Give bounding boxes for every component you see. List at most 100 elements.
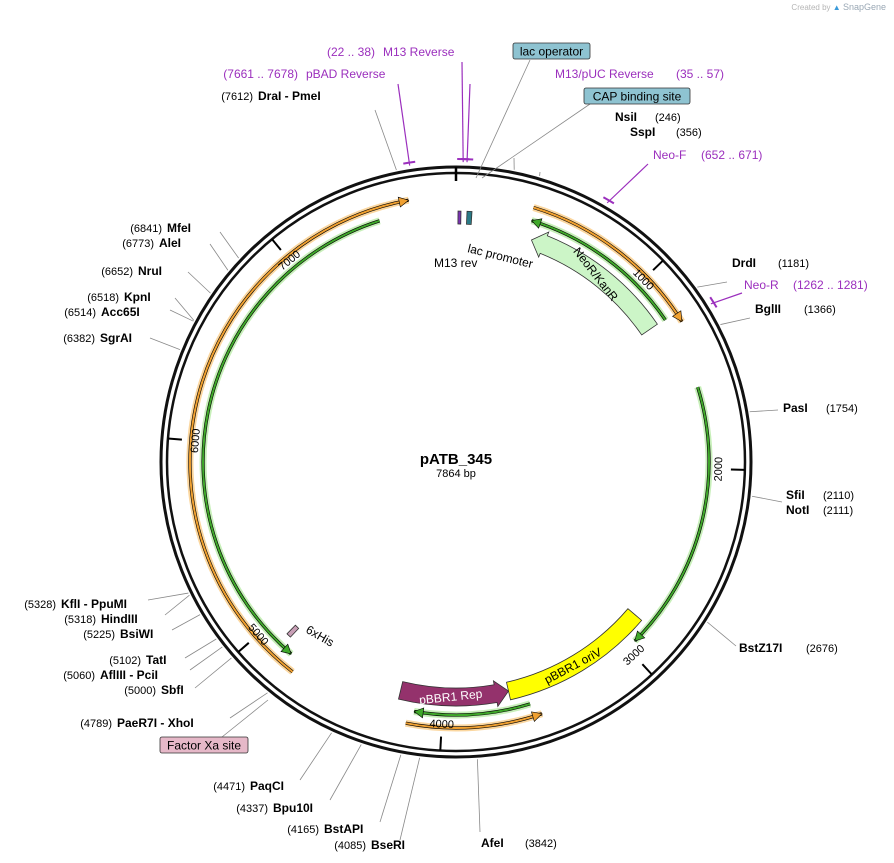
primer-pbad-reverse[interactable]: pBAD Reverse [306,67,386,81]
site-nsii[interactable]: NsiI [615,110,637,124]
feature-band-4 [466,210,473,225]
site-leader-8 [399,757,421,841]
site-afliii-pos: (5060) [63,670,95,682]
site-nsii-pos: (246) [655,112,681,124]
site-sbfi[interactable]: SbfI [161,683,184,697]
feature-pbbr1-oriv-label: pBBR1 oriV [542,645,604,687]
factor-xa-leader [221,699,269,738]
orf-halo-6 [199,217,381,657]
site-leader-10 [329,744,362,801]
primer-leader-1 [397,83,411,166]
primer-m13-puc-reverse-range: (35 .. 57) [676,67,724,81]
site-nrui[interactable]: NruI [138,264,162,278]
site-noti[interactable]: NotI [786,503,809,517]
site-acc65i[interactable]: Acc65I [101,305,140,319]
scale-tick-label-3: 4000 [429,718,454,731]
site-alei[interactable]: AleI [159,236,181,250]
feature-band-5 [457,210,462,225]
site-bsiwi[interactable]: BsiWI [120,627,153,641]
feature-band-2 [398,679,510,708]
site-bstapi-pos: (4165) [287,824,319,836]
cap-binding-site-label: CAP binding site [593,90,682,104]
plasmid-name: pATB_345 [420,451,492,468]
orf-arrowhead-5 [397,196,410,208]
lac-operator-leader [475,59,531,179]
site-afei[interactable]: AfeI [481,836,504,850]
primer-leader-0 [461,61,464,163]
feature-m13-rev-label: M13 rev [434,256,477,270]
site-bseri[interactable]: BseRI [371,838,405,852]
lac-operator-box[interactable] [512,42,591,60]
orf-line-1 [531,219,667,321]
site-drdi-pos: (1181) [778,258,809,270]
site-sfii[interactable]: SfiI [786,488,805,502]
site-bglii-pos: (1366) [804,304,836,316]
orf-line-3 [405,712,543,729]
primer-leader-3 [606,163,649,204]
site-leader-12 [229,692,268,719]
orf-arrowhead-4 [413,707,425,719]
site-paqci[interactable]: PaqCI [250,779,284,793]
orf-arrowhead-0 [672,310,683,323]
site-sgrai-pos: (6382) [63,333,95,345]
factor-xa-site-box[interactable] [159,736,249,754]
orf-arrowhead-6 [280,643,292,655]
site-leader-21 [174,297,195,321]
orf-line-4 [413,702,531,716]
site-kpni[interactable]: KpnI [124,290,151,304]
site-kfli-ppumi[interactable]: KflI - PpuMI [61,597,127,611]
site-sgrai[interactable]: SgrAI [100,331,132,345]
site-leader-22 [187,271,211,294]
scale-tick-5 [167,437,182,441]
site-bstz17i[interactable]: BstZ17I [739,641,782,655]
site-pasi[interactable]: PasI [783,401,808,415]
primer-mark-4 [709,296,718,308]
site-drdi[interactable]: DrdI [732,256,756,270]
orf-outline-2 [633,386,711,643]
site-bglii[interactable]: BglII [755,302,781,316]
site-bstz17i-pos: (2676) [806,643,838,655]
orf-arrowhead-2 [634,630,646,642]
site-hindiii[interactable]: HindIII [101,612,138,626]
site-hindiii-pos: (5318) [64,614,96,626]
primer-neo-f-range: (652 .. 671) [701,148,762,162]
primer-mark-2 [461,158,474,161]
primer-neo-f[interactable]: Neo-F [653,148,686,162]
primer-m13-puc-reverse[interactable]: M13/pUC Reverse [555,67,654,81]
site-bpu10i[interactable]: Bpu10I [273,801,313,815]
site-noti-pos: (2111) [823,505,853,517]
primer-m13-reverse[interactable]: M13 Reverse [383,45,455,59]
site-leader-18 [147,592,189,601]
site-mfei[interactable]: MfeI [167,221,191,235]
site-leader-13 [194,657,232,689]
credit-brand: SnapGene [842,2,886,12]
site-leader-lines [147,59,783,841]
orf-line-0 [533,206,683,323]
scale-tick-4 [237,642,250,653]
site-tati-pos: (5102) [109,655,141,667]
feature-pbbr1-rep-label: pBBR1 Rep [419,687,484,708]
snapgene-credit: Created by ▲ SnapGene [791,2,886,12]
site-mfei-pos: (6841) [130,223,162,235]
primer-m13-reverse-range: (22 .. 38) [327,45,375,59]
credit-prefix: Created by [791,3,831,12]
site-drai-pmei[interactable]: DraI - PmeI [258,89,321,103]
primer-mark-3 [602,196,615,205]
site-leader-16 [171,614,201,631]
site-acc65i-pos: (6514) [64,307,96,319]
site-paer7i-xhoi[interactable]: PaeR7I - XhoI [117,716,194,730]
site-bstapi[interactable]: BstAPI [324,822,363,836]
cap-binding-site-box[interactable] [583,87,691,105]
site-leader-4 [749,409,779,413]
lac-operator-label: lac operator [520,45,583,59]
primer-neo-r[interactable]: Neo-R [744,278,779,292]
sites-right: NsiI (246) SspI (356) DrdI (1181) BglII … [481,110,858,850]
site-nrui-pos: (6652) [101,266,133,278]
site-bseri-pos: (4085) [334,840,366,852]
site-tati[interactable]: TatI [146,653,166,667]
site-sspi[interactable]: SspI [630,125,655,139]
site-afliii-pcii[interactable]: AflIII - PciI [100,668,158,682]
scale-tick-0 [652,259,664,271]
snapgene-logo-icon: ▲ [832,3,841,12]
